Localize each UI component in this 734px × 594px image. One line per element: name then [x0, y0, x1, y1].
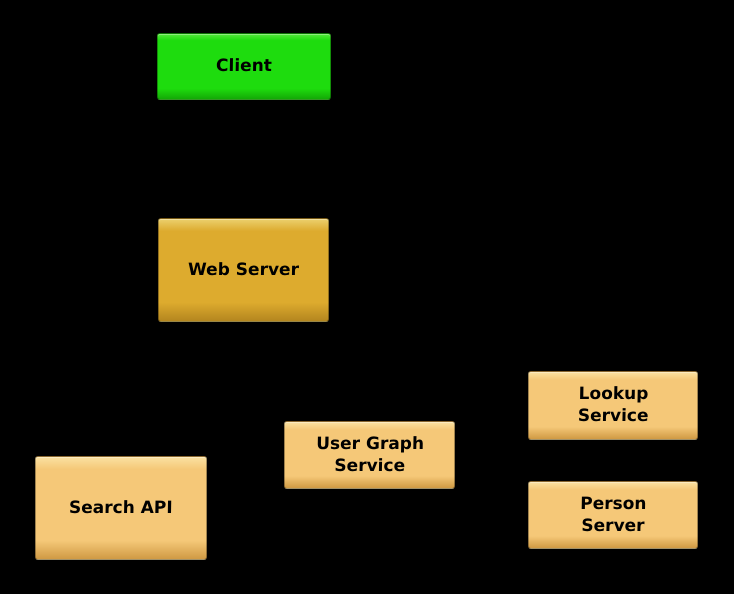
node-lookup-service: Lookup Service — [528, 371, 698, 440]
node-web-server-label: Web Server — [187, 259, 300, 280]
node-search-api-label: Search API — [68, 497, 174, 518]
node-search-api: Search API — [35, 456, 207, 560]
node-person-server-label: Person Server — [579, 493, 647, 536]
node-web-server: Web Server — [158, 218, 329, 322]
node-client: Client — [157, 33, 331, 100]
node-user-graph-service-label: User Graph Service — [315, 433, 424, 476]
node-user-graph-service: User Graph Service — [284, 421, 455, 489]
node-client-label: Client — [215, 56, 273, 77]
node-lookup-service-label: Lookup Service — [577, 384, 649, 427]
node-person-server: Person Server — [528, 481, 698, 549]
